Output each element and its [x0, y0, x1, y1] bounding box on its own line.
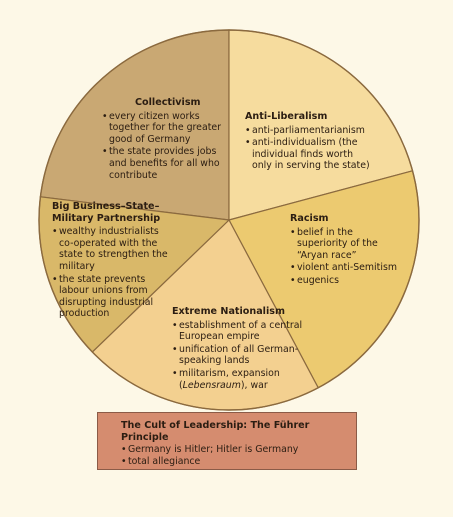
- segment-racism: Racism belief in the superiority of the …: [290, 213, 402, 288]
- big-business-title: Big Business–State–Military Partnership: [52, 201, 161, 224]
- collectivism-bullet-2: the state provides jobs and benefits for…: [102, 146, 230, 181]
- extreme-nationalism-bullet-3: militarism, expansion (Lebensraum), war: [172, 368, 304, 391]
- segment-anti-liberalism: Anti-Liberalism anti-parliamentarianism …: [245, 111, 375, 173]
- collectivism-bullet-1: every citizen works together for the gre…: [102, 111, 230, 146]
- big-business-bullet-1: wealthy industrialists co-operated with …: [52, 226, 172, 272]
- racism-bullet-3: eugenics: [290, 275, 402, 287]
- segment-collectivism: Collectivism every citizen works togethe…: [102, 97, 230, 182]
- cult-of-leadership-bullet-2: total allegiance: [121, 456, 356, 468]
- anti-liberalism-bullet-1: anti-parliamentarianism: [245, 125, 375, 137]
- big-business-bullet-2: the state prevents labour unions from di…: [52, 274, 172, 320]
- extreme-nationalism-bullet-1: establishment of a central European empi…: [172, 320, 304, 343]
- extreme-nationalism-bullet-3-prefix: militarism, expansion (: [179, 367, 280, 391]
- extreme-nationalism-bullet-3-suffix: ), war: [240, 379, 268, 391]
- racism-title: Racism: [290, 213, 329, 224]
- segment-extreme-nationalism: Extreme Nationalism establishment of a c…: [172, 306, 304, 392]
- segment-big-business: Big Business–State–Military Partnership …: [52, 201, 172, 321]
- anti-liberalism-title: Anti-Liberalism: [245, 111, 328, 122]
- collectivism-title: Collectivism: [135, 97, 201, 108]
- anti-liberalism-bullet-2: anti-individualism (the individual finds…: [245, 137, 375, 172]
- pie-outline: [38, 29, 420, 411]
- cult-of-leadership-title: The Cult of Leadership: The Führer Princ…: [121, 420, 310, 443]
- racism-bullet-1: belief in the superiority of the “Aryan …: [290, 227, 402, 262]
- extreme-nationalism-title: Extreme Nationalism: [172, 306, 285, 317]
- racism-bullet-2: violent anti-Semitism: [290, 262, 402, 274]
- lebensraum-term: Lebensraum: [182, 379, 241, 391]
- cult-of-leadership-box: The Cult of Leadership: The Führer Princ…: [97, 412, 357, 470]
- extreme-nationalism-bullet-2: unification of all German-speaking lands: [172, 344, 304, 367]
- cult-of-leadership-bullet-1: Germany is Hitler; Hitler is Germany: [121, 444, 356, 456]
